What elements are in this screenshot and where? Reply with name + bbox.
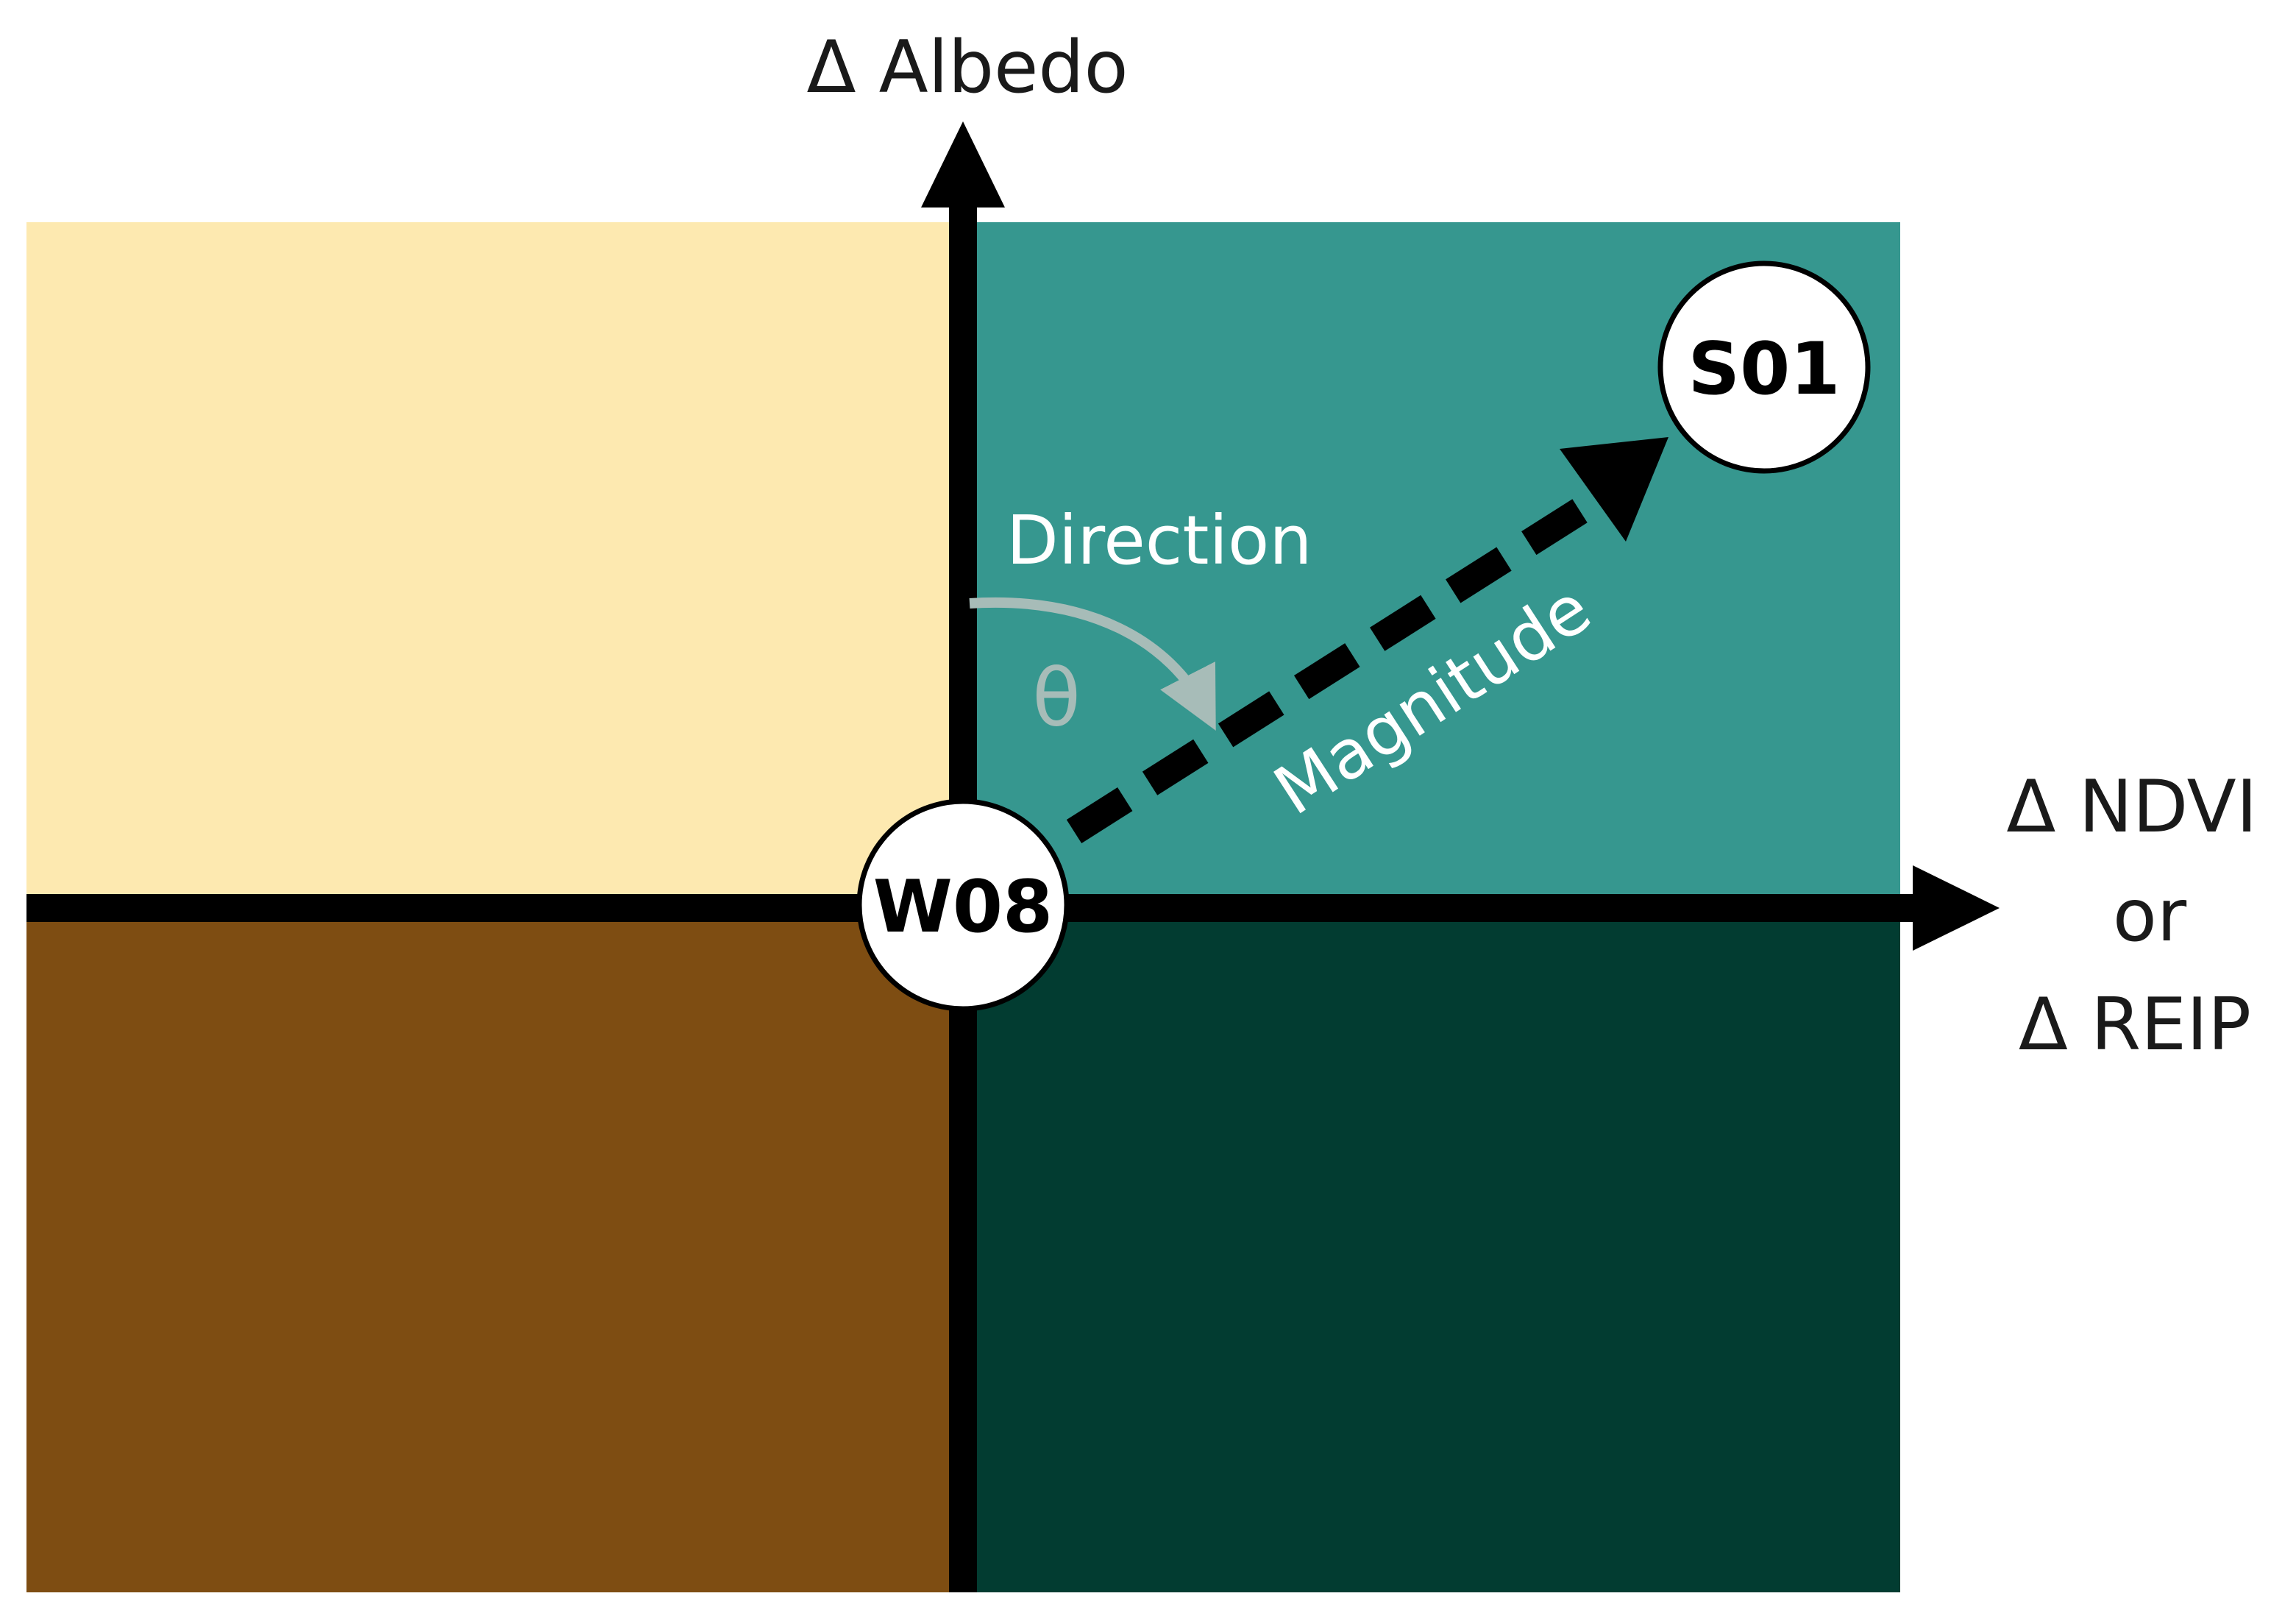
- direction-label: Direction: [1006, 501, 1312, 580]
- y-axis-label: Δ Albedo: [806, 26, 1128, 110]
- y-axis-arrowhead: [921, 121, 1005, 208]
- x-axis-label-line-1: Δ NDVI: [2006, 765, 2257, 849]
- node-s01-circle: [1657, 260, 1871, 474]
- x-axis-label-line-3: Δ REIP: [2019, 983, 2251, 1067]
- node-s01: S01: [1657, 260, 1871, 474]
- theta-label: θ: [1032, 653, 1081, 745]
- quadrant-bottom-left: [26, 908, 963, 1592]
- quadrant-top-left: [26, 222, 963, 908]
- x-axis-label-line-2: or: [2113, 874, 2187, 958]
- node-w08-circle: [856, 798, 1070, 1012]
- node-w08: W08: [856, 798, 1070, 1012]
- x-axis-arrowhead: [1913, 865, 2000, 951]
- quadrant-bottom-right: [963, 908, 1900, 1592]
- magnitude-vector-line: [1066, 488, 1604, 844]
- node-w08-label: W08: [873, 865, 1053, 949]
- node-s01-label: S01: [1688, 327, 1841, 411]
- angle-arrow: [969, 597, 1216, 731]
- magnitude-vector-arrowhead: [1560, 437, 1668, 542]
